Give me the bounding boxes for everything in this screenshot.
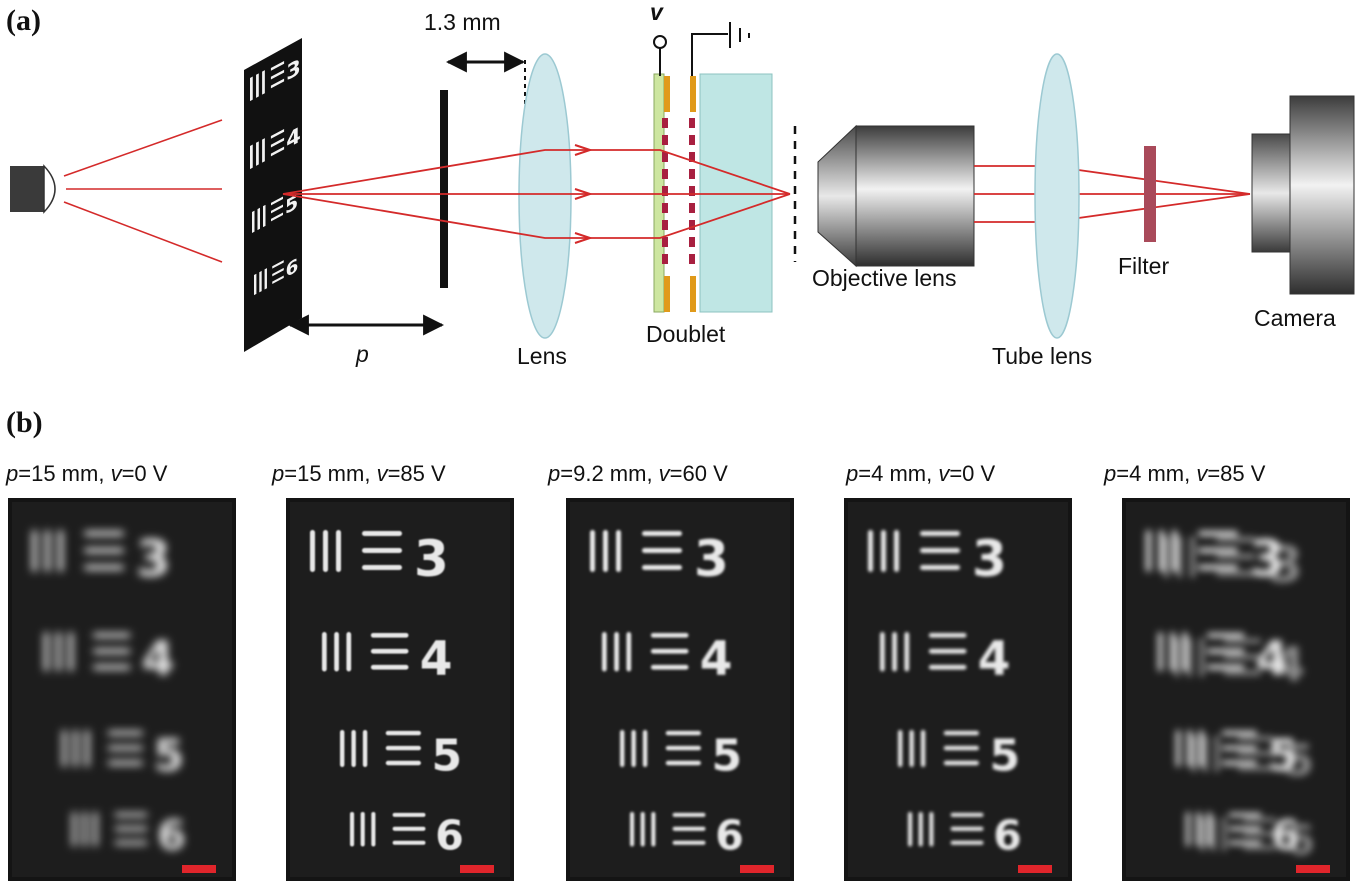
p-label: p (355, 341, 369, 367)
target-digit: 6 (993, 812, 1022, 860)
target-group-5: 5 (898, 730, 1020, 781)
filter (1144, 146, 1156, 242)
target-digit: 6 (435, 812, 464, 860)
target-digit: 4 (978, 632, 1011, 687)
target-group-6: 66 (1186, 812, 1315, 865)
target-digit: 6 (715, 812, 744, 860)
ghost-digit: 5 (1283, 736, 1314, 787)
tube-lens-label: Tube lens (992, 343, 1092, 369)
target-digit: 3 (694, 530, 729, 588)
target-group-6: 6 (630, 812, 744, 860)
light-source-icon (10, 164, 56, 214)
scale-bar (1018, 865, 1052, 873)
scale-bar (182, 865, 216, 873)
target-digit: 4 (142, 632, 175, 687)
target-digit: 5 (432, 730, 463, 781)
target-group-6: 6 (72, 812, 186, 860)
svg-text:4: 4 (286, 122, 301, 154)
target-group-5: 5 (340, 730, 462, 781)
scale-bar (740, 865, 774, 873)
lens (518, 53, 572, 339)
ghost-digit: 4 (1273, 638, 1306, 693)
svg-text:5: 5 (285, 190, 298, 219)
target-digit: 5 (712, 730, 743, 781)
ghost-image: 3 (1164, 536, 1303, 594)
micrograph-1: 3 4 5 6 (8, 498, 236, 881)
ghost-digit: 6 (1286, 817, 1315, 865)
aperture-distance-label: 1.3 mm (424, 9, 501, 35)
scale-bar (460, 865, 494, 873)
image-caption-5: p=4 mm, v=85 V (1103, 461, 1266, 486)
objective-lens-label: Objective lens (812, 265, 956, 291)
target-group-3: 3 (310, 530, 449, 588)
aperture-stop (440, 90, 448, 288)
voltage-label: v (650, 0, 664, 25)
target-digit: 3 (414, 530, 449, 588)
source-rays (63, 119, 223, 263)
micrograph-pattern: 3 4 5 6 (310, 530, 464, 860)
target-group-5: 5 (620, 730, 742, 781)
micrograph-4: 3 4 5 6 (844, 498, 1072, 881)
target-group-6: 6 (350, 812, 464, 860)
svg-text:3: 3 (286, 54, 301, 86)
doublet-label: Doublet (646, 321, 726, 347)
main-rays (282, 144, 791, 244)
target-group-5: 5 (62, 730, 184, 781)
micrograph-5: 33 44 55 66 (1122, 498, 1350, 881)
micrograph-row: 3 4 5 6 3 4 5 6 3 4 5 6 3 4 5 6 33 44 55 66 (8, 498, 1350, 881)
micrograph-3: 3 4 5 6 (566, 498, 794, 881)
target-digit: 5 (990, 730, 1021, 781)
captions: p=15 mm, v=0 V p=15 mm, v=85 V p=9.2 mm,… (5, 461, 1266, 486)
scale-bar (1296, 865, 1330, 873)
target-group-4: 4 (602, 632, 732, 687)
image-caption-1: p=15 mm, v=0 V (5, 461, 168, 486)
micrograph-pattern: 33 44 55 66 (1146, 530, 1315, 865)
target-group-3: 3 (590, 530, 729, 588)
target-digit: 3 (972, 530, 1007, 588)
target-group-3: 33 (1146, 530, 1303, 594)
resolution-target: 3 4 5 6 (244, 38, 302, 352)
tube-lens (1034, 53, 1080, 339)
ghost-image: 6 (1200, 817, 1315, 865)
micrograph-pattern: 3 4 5 6 (868, 530, 1022, 860)
svg-text:6: 6 (286, 254, 299, 282)
doublet (653, 73, 773, 313)
target-group-4: 4 (880, 632, 1010, 687)
voltage-source (653, 22, 750, 76)
target-group-3: 3 (32, 530, 171, 588)
target-digit: 5 (154, 730, 185, 781)
ghost-image: 5 (1191, 735, 1314, 787)
panel-label-a: (a) (6, 4, 41, 37)
target-group-4: 4 (44, 632, 174, 687)
target-digit: 4 (420, 632, 453, 687)
output-rays (974, 165, 1251, 223)
target-group-3: 3 (868, 530, 1007, 588)
micrograph-2: 3 4 5 6 (286, 498, 514, 881)
micrograph-pattern: 3 4 5 6 (32, 530, 186, 860)
ghost-digit: 3 (1268, 536, 1303, 594)
target-digit: 3 (136, 530, 171, 588)
image-caption-2: p=15 mm, v=85 V (271, 461, 446, 486)
target-digit: 6 (157, 812, 186, 860)
target-digit: 4 (700, 632, 733, 687)
target-group-5: 55 (1176, 730, 1314, 787)
camera-icon (1251, 95, 1355, 295)
target-group-4: 4 (322, 632, 452, 687)
panel-label-b: (b) (6, 406, 43, 439)
image-caption-4: p=4 mm, v=0 V (845, 461, 996, 486)
micrograph-pattern: 3 4 5 6 (590, 530, 744, 860)
camera-label: Camera (1254, 305, 1336, 331)
filter-label: Filter (1118, 253, 1169, 279)
objective-lens-icon (817, 124, 975, 268)
lens-label: Lens (517, 343, 567, 369)
image-caption-3: p=9.2 mm, v=60 V (547, 461, 728, 486)
target-group-4: 44 (1158, 632, 1305, 693)
target-group-6: 6 (908, 812, 1022, 860)
ghost-image: 4 (1174, 637, 1306, 693)
